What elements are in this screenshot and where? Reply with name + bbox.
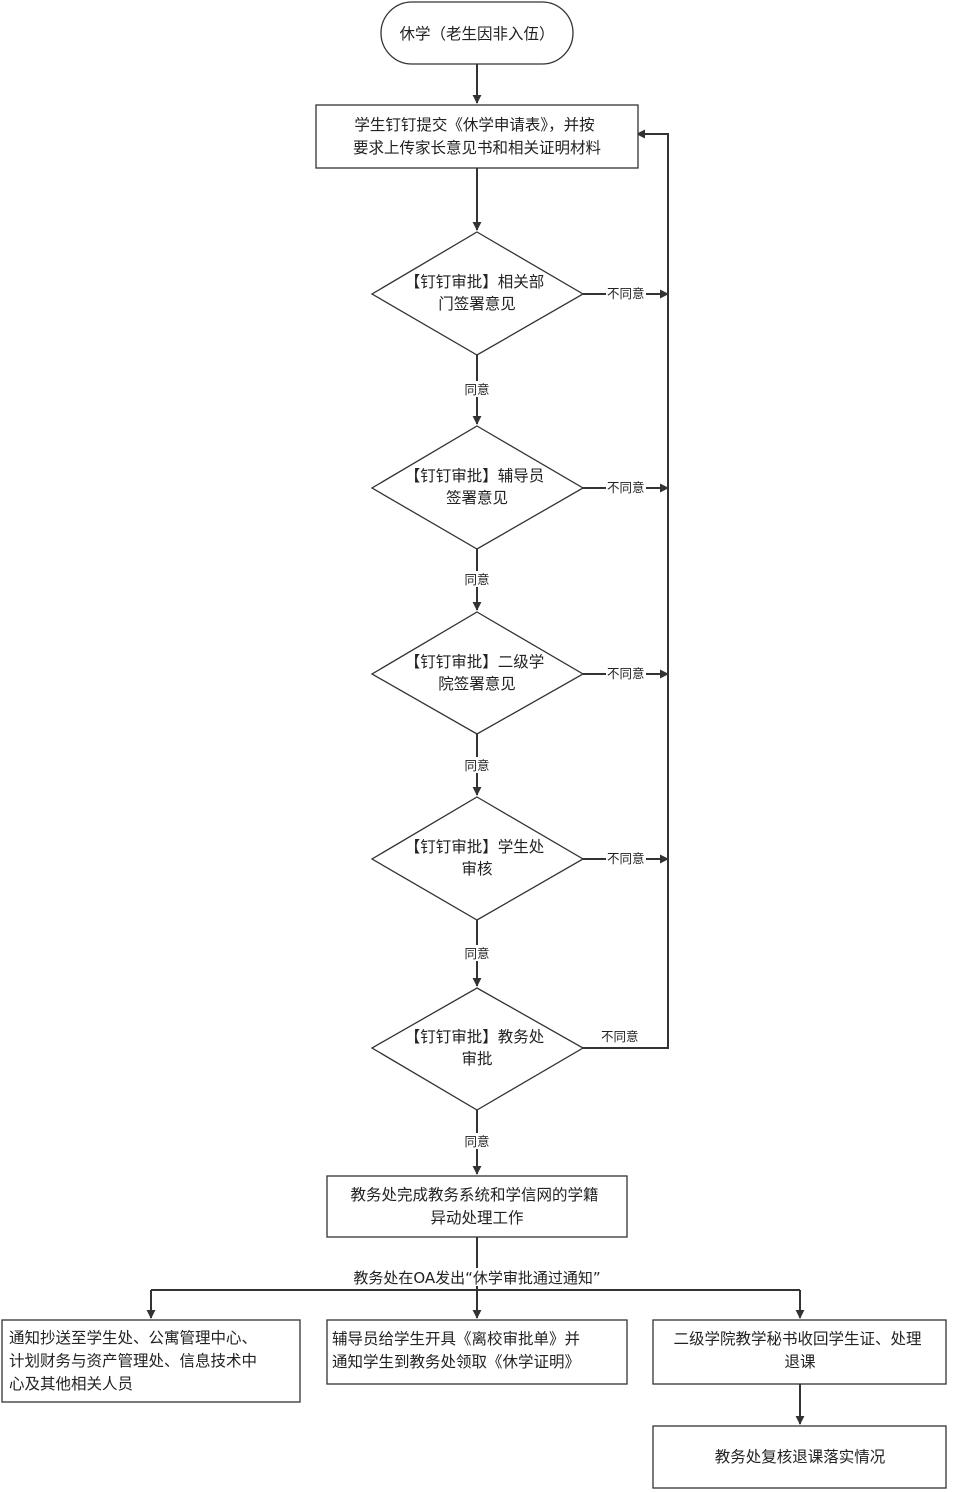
counselor-node: 辅导员给学生开具《离校审批单》并 通知学生到教务处领取《休学证明》 [326,1319,628,1385]
notify-node-line-3: 心及其他相关人员 [9,1375,133,1393]
disagree-label-1: 不同意 [607,286,645,301]
counselor-node-line-1: 辅导员给学生开具《离校审批单》并 [332,1330,580,1348]
edge-return-line [583,129,669,1049]
college-node-line-1: 二级学院教学秘书收回学生证、处理 [674,1329,922,1348]
start-node: 休学（老生因非入伍） [380,1,574,65]
decision-student-affairs: 【钉钉审批】学生处 审核 [370,796,585,921]
agree-label-3: 同意 [464,758,489,773]
counselor-node-line-2: 通知学生到教务处领取《休学证明》 [332,1353,580,1371]
decision-related-department: 【钉钉审批】相关部 门签署意见 [370,231,585,356]
agree-label-2: 同意 [464,572,489,587]
decision-academic-affairs-line-2: 审批 [461,1050,492,1068]
notify-node-line-1: 通知抄送至学生处、公寓管理中心、 [9,1329,257,1347]
disagree-label-4: 不同意 [607,851,645,866]
submit-node-line-2: 要求上传家长意见书和相关证明材料 [353,138,601,157]
svg-text:【钉钉审批】辅导员 签署意见: 【钉钉审批】辅导员 签署意见 [405,467,549,507]
oa-notice-label: 教务处在OA发出“休学审批通过通知” [353,1269,600,1287]
svg-text:教务处完成教务系统和学信网的学籍 异动处理工作: 教务处完成教务系统和学信网的学籍 异动处理工作 [351,1186,604,1227]
college-node: 二级学院教学秘书收回学生证、处理 退课 [652,1319,947,1385]
svg-text:辅导员给学生开具《离校审批单》并 通知学生到教务: 辅导员给学生开具《离校审批单》并 通知学生到教务处领取《休学证明》 [332,1330,585,1371]
review-node-text: 教务处复核退课落实情况 [715,1448,886,1466]
agree-label-5: 同意 [464,1134,489,1149]
edge-labels: 同意 同意 同意 同意 同意 不同意 不同意 不同意 不同意 不同意 教务处在O… [326,286,646,1287]
decision-counselor-line-1: 【钉钉审批】辅导员 [405,467,545,485]
notify-node: 通知抄送至学生处、公寓管理中心、 计划财务与资产管理处、信息技术中 心及其他相关… [1,1319,301,1403]
decision-academic-affairs: 【钉钉审批】教务处 审批 [370,987,585,1111]
agree-label-1: 同意 [464,382,489,397]
complete-node-line-1: 教务处完成教务系统和学信网的学籍 [351,1186,599,1204]
decision-related-department-line-1: 【钉钉审批】相关部 [405,273,545,291]
svg-text:二级学院教学秘书收回学生证、处理 退课: 二级学院教学秘书收回学生证、处理 退课 [674,1329,927,1371]
complete-node-line-2: 异动处理工作 [430,1209,523,1227]
decision-related-department-line-2: 门签署意见 [438,294,516,313]
svg-text:【钉钉审批】相关部 门签署意见: 【钉钉审批】相关部 门签署意见 [405,273,549,313]
review-node: 教务处复核退课落实情况 [652,1425,947,1489]
svg-text:【钉钉审批】二级学 院签署意见: 【钉钉审批】二级学 院签署意见 [405,653,549,693]
disagree-label-3: 不同意 [607,666,645,681]
decision-student-affairs-line-2: 审核 [461,860,492,878]
disagree-label-2: 不同意 [607,480,645,495]
svg-text:教务处复核退课落实情况: 教务处复核退课落实情况 [715,1448,886,1466]
svg-text:休学（老生因非入伍）: 休学（老生因非入伍） [399,25,554,43]
svg-text:【钉钉审批】学生处 审核: 【钉钉审批】学生处 审核 [405,838,549,878]
decision-counselor: 【钉钉审批】辅导员 签署意见 [370,425,585,550]
svg-text:【钉钉审批】教务处 审批: 【钉钉审批】教务处 审批 [405,1028,549,1068]
submit-node-line-1: 学生钉钉提交《休学申请表》，并按 [354,116,594,134]
complete-node: 教务处完成教务系统和学信网的学籍 异动处理工作 [326,1175,628,1238]
decision-counselor-line-2: 签署意见 [446,488,508,507]
decision-secondary-college: 【钉钉审批】二级学 院签署意见 [370,611,585,735]
agree-label-4: 同意 [464,946,489,961]
decision-secondary-college-line-2: 院签署意见 [438,674,516,693]
college-node-line-2: 退课 [784,1353,816,1371]
submit-node: 学生钉钉提交《休学申请表》，并按 要求上传家长意见书和相关证明材料 [315,104,639,169]
decision-secondary-college-line-1: 【钉钉审批】二级学 [405,653,545,671]
notify-node-line-2: 计划财务与资产管理处、信息技术中 [9,1352,257,1370]
svg-text:通知抄送至学生处、公寓管理中心、 计划财务与资产: 通知抄送至学生处、公寓管理中心、 计划财务与资产管理处、信息技术中 心及其他相关… [9,1329,262,1393]
decision-academic-affairs-line-1: 【钉钉审批】教务处 [405,1028,545,1046]
disagree-label-5: 不同意 [601,1029,639,1044]
start-node-text: 休学（老生因非入伍） [399,25,554,43]
svg-text:学生钉钉提交《休学申请表》，并按 要求上传家长意: 学生钉钉提交《休学申请表》，并按 要求上传家长意见书和相关证明材料 [353,116,601,157]
decision-student-affairs-line-1: 【钉钉审批】学生处 [405,838,545,856]
